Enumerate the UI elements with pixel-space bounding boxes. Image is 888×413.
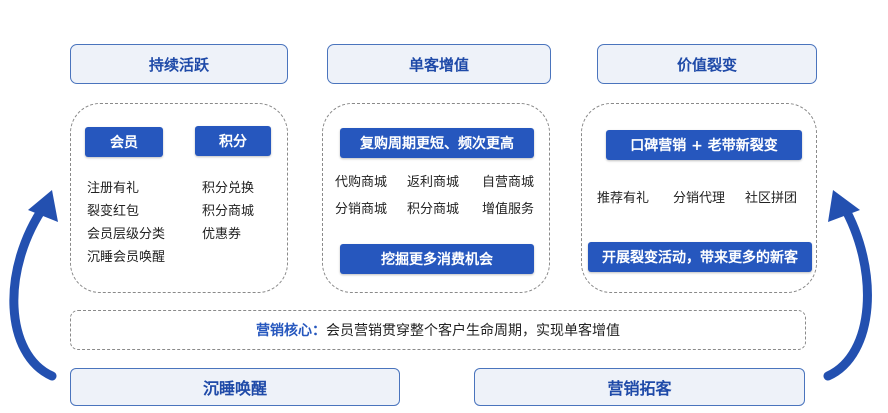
panel-sustained-activity: 会员 积分 注册有礼 裂变红包 会员层级分类 沉睡会员唤醒 积分兑换 积分商城 … — [70, 103, 288, 293]
panel-single-customer-value: 复购周期更短、频次更高 代购商城 返利商城 自营商城 分销商城 积分商城 增值服… — [322, 103, 550, 293]
list-item: 分销代理 — [673, 191, 726, 206]
list-item: 积分商城 — [407, 202, 460, 217]
list-item: 自营商城 — [482, 175, 535, 190]
right-curved-arrow — [823, 200, 872, 381]
pill-points: 积分 — [195, 126, 271, 156]
pill-fission-campaign: 开展裂变活动，带来更多的新客 — [588, 242, 812, 272]
header-value-fission: 价值裂变 — [597, 44, 817, 84]
list-item: 积分商城 — [202, 204, 255, 219]
footer-customer-acquisition: 营销拓客 — [474, 368, 805, 406]
pill-more-consumption: 挖掘更多消费机会 — [340, 244, 534, 274]
pill-word-of-mouth: 口碑营销 + 老带新裂变 — [606, 130, 802, 160]
footer-dormant-wakeup: 沉睡唤醒 — [70, 368, 400, 406]
left-arrow-head — [28, 190, 58, 222]
list-item: 裂变红包 — [87, 204, 140, 219]
list-item: 注册有礼 — [87, 181, 140, 196]
list-item: 推荐有礼 — [597, 191, 650, 206]
list-item: 积分兑换 — [202, 181, 255, 196]
list-item: 返利商城 — [407, 175, 460, 190]
marketing-core-box: 营销核心： 会员营销贯穿整个客户生命周期，实现单客增值 — [70, 310, 806, 350]
list-item: 社区拼团 — [745, 191, 798, 206]
marketing-core-text: 会员营销贯穿整个客户生命周期，实现单客增值 — [326, 323, 620, 339]
header-sustained-activity: 持续活跃 — [70, 44, 288, 84]
panel-value-fission: 口碑营销 + 老带新裂变 推荐有礼 分销代理 社区拼团 开展裂变活动，带来更多的… — [581, 103, 817, 293]
list-item: 分销商城 — [335, 202, 388, 217]
list-item: 沉睡会员唤醒 — [87, 250, 166, 265]
marketing-core-label: 营销核心： — [256, 323, 326, 339]
pill-member: 会员 — [85, 127, 163, 157]
list-item: 优惠券 — [202, 227, 242, 242]
list-item: 会员层级分类 — [87, 227, 166, 242]
list-item: 增值服务 — [482, 202, 535, 217]
right-arrow-head — [828, 190, 860, 222]
list-item: 代购商城 — [335, 175, 388, 190]
pill-repurchase: 复购周期更短、频次更高 — [340, 128, 534, 158]
left-curved-arrow — [9, 200, 57, 381]
header-single-customer-value: 单客增值 — [327, 44, 551, 84]
